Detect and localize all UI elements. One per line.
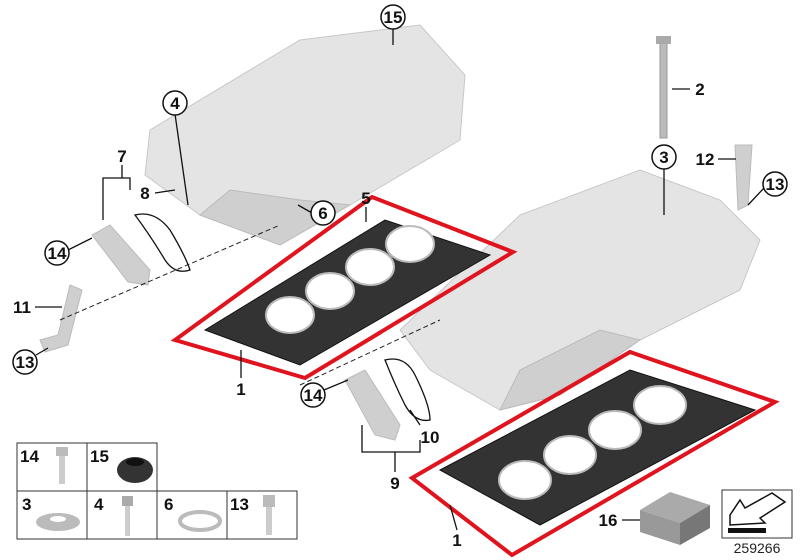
cover-9 bbox=[344, 369, 401, 441]
callout-11: 11 bbox=[13, 298, 31, 317]
callout-1-upper: 1 bbox=[236, 380, 245, 399]
leader-lines bbox=[35, 28, 765, 531]
callout-10: 10 bbox=[421, 428, 440, 447]
bracket-12 bbox=[734, 144, 753, 211]
callout-12: 12 bbox=[696, 150, 715, 169]
callout-7: 7 bbox=[117, 147, 126, 166]
callout-5: 5 bbox=[361, 189, 370, 208]
callout-3: 3 bbox=[651, 144, 677, 170]
head-gasket-upper bbox=[170, 194, 518, 381]
bracket-11 bbox=[39, 284, 83, 353]
callout-16: 16 bbox=[599, 511, 618, 530]
svg-text:14: 14 bbox=[304, 386, 323, 405]
svg-text:15: 15 bbox=[384, 8, 403, 27]
callout-6: 6 bbox=[310, 200, 336, 226]
svg-text:6: 6 bbox=[318, 204, 327, 223]
svg-text:14: 14 bbox=[48, 244, 67, 263]
head-gasket-lower bbox=[408, 349, 780, 558]
svg-text:4: 4 bbox=[170, 94, 180, 113]
svg-text:6: 6 bbox=[164, 495, 173, 514]
small-parts-legend: 14 15 3 4 6 13 bbox=[16, 442, 298, 540]
reference-arrow-icon bbox=[721, 489, 793, 539]
reference-number: 259266 bbox=[734, 540, 781, 556]
svg-text:15: 15 bbox=[90, 447, 109, 466]
svg-text:3: 3 bbox=[659, 148, 668, 167]
svg-text:4: 4 bbox=[94, 495, 104, 514]
callout-15: 15 bbox=[380, 4, 406, 30]
callout-9: 9 bbox=[390, 474, 399, 493]
seal-10 bbox=[384, 358, 431, 422]
seal-8 bbox=[133, 213, 191, 272]
callout-13-left: 13 bbox=[12, 349, 38, 375]
kit-box-16 bbox=[640, 492, 710, 545]
callout-4: 4 bbox=[162, 90, 188, 116]
callout-14-left: 14 bbox=[44, 240, 70, 266]
callout-2: 2 bbox=[695, 80, 704, 99]
callout-8: 8 bbox=[140, 184, 149, 203]
cylinder-head-upper bbox=[144, 24, 466, 246]
svg-text:3: 3 bbox=[22, 495, 31, 514]
callout-13-right: 13 bbox=[762, 171, 788, 197]
cylinder-head-lower bbox=[399, 169, 761, 411]
svg-text:13: 13 bbox=[16, 353, 35, 372]
callout-14-mid: 14 bbox=[300, 382, 326, 408]
svg-text:13: 13 bbox=[230, 495, 249, 514]
svg-text:13: 13 bbox=[766, 175, 785, 194]
callout-1-lower: 1 bbox=[452, 531, 461, 550]
bolt-2 bbox=[656, 36, 671, 139]
svg-text:14: 14 bbox=[20, 447, 39, 466]
cover-7 bbox=[91, 224, 151, 286]
